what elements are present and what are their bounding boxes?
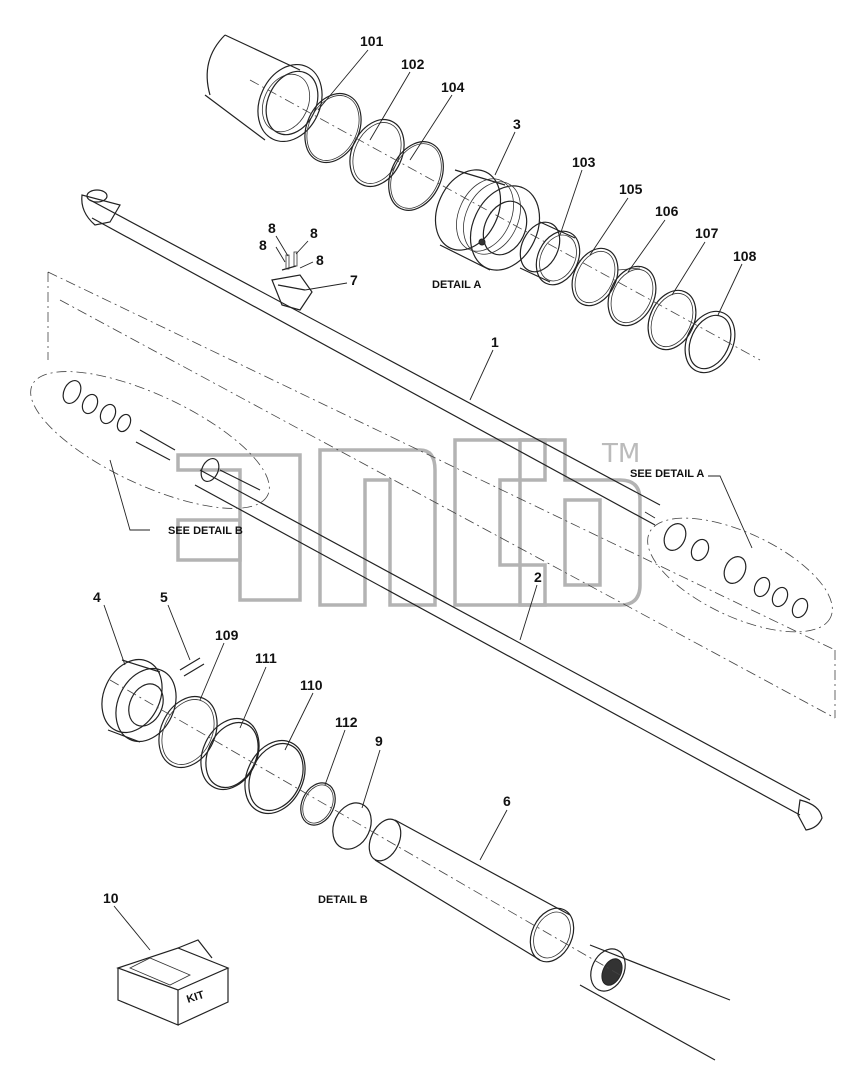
detail-b-group <box>101 657 731 1061</box>
callout-101: 101 <box>360 33 384 49</box>
watermark-logo <box>176 438 642 607</box>
callout-104: 104 <box>441 79 465 95</box>
trademark-mark: TM <box>601 439 640 469</box>
callout-7: 7 <box>350 272 358 288</box>
leader-lines <box>103 49 753 951</box>
callout-108: 108 <box>733 248 757 264</box>
callout-109: 109 <box>215 627 239 643</box>
callout-10: 10 <box>103 890 119 906</box>
callout-111: 111 <box>255 650 277 666</box>
cylinder-assembly <box>30 189 836 831</box>
callout-8-b: 8 <box>310 225 318 241</box>
callout-6: 6 <box>503 793 511 809</box>
callout-103: 103 <box>572 154 596 170</box>
callout-105: 105 <box>619 181 643 197</box>
callout-8-a: 8 <box>268 220 276 236</box>
callout-5: 5 <box>160 589 168 605</box>
caption-see-detail-b: SEE DETAIL B <box>168 525 243 537</box>
callout-1: 1 <box>491 334 499 350</box>
kit-box-icon <box>116 939 230 1026</box>
callout-2: 2 <box>534 569 542 585</box>
callout-8-c: 8 <box>259 237 267 253</box>
callout-102: 102 <box>401 56 425 72</box>
callout-3: 3 <box>513 116 521 132</box>
callout-112: 112 <box>335 714 358 730</box>
callout-107: 107 <box>695 225 719 241</box>
callout-106: 106 <box>655 203 679 219</box>
callout-4: 4 <box>93 589 101 605</box>
kit-label: KIT <box>185 989 206 1006</box>
caption-detail-b: DETAIL B <box>318 894 368 906</box>
caption-detail-a: DETAIL A <box>432 279 481 291</box>
callout-110: 110 <box>300 677 323 693</box>
caption-see-detail-a: SEE DETAIL A <box>630 468 704 480</box>
callout-8-d: 8 <box>316 252 324 268</box>
callout-9: 9 <box>375 733 383 749</box>
detail-a-group <box>204 34 761 374</box>
